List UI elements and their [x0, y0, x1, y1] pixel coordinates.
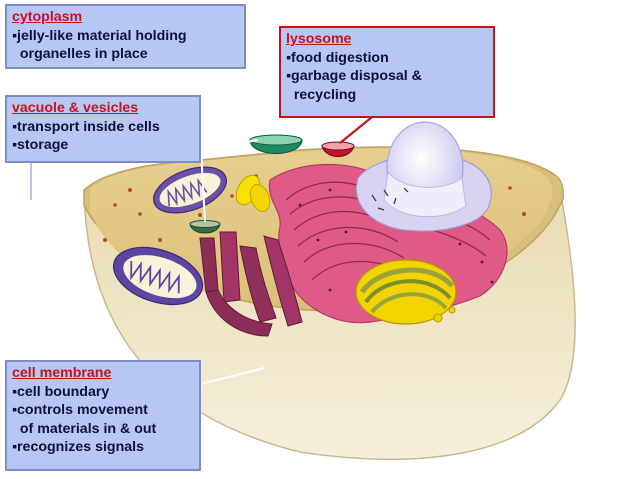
vacuole-line: ▪transport inside cells [12, 118, 160, 135]
cell-membrane-line: ▪cell boundary [12, 383, 110, 400]
lysosome-title: lysosome [286, 31, 352, 47]
vacuole-callout: vacuole & vesicles ▪transport inside cel… [5, 95, 201, 163]
cytoplasm-line: ▪jelly-like material holding [12, 27, 187, 44]
cell-membrane-line: ▪controls movement [12, 402, 148, 418]
mitochondrion-1 [153, 166, 227, 214]
smooth-er [199, 231, 303, 337]
vacuole-title: vacuole & vesicles [12, 100, 139, 116]
cell-membrane-callout: cell membrane ▪cell boundary ▪controls m… [5, 360, 201, 471]
cell-membrane-title: cell membrane [12, 365, 112, 381]
centrioles [235, 174, 271, 213]
lysosome-line: recycling [286, 86, 357, 103]
mitochondrion-2 [112, 246, 204, 306]
lysosome [321, 141, 355, 158]
lysosome-line: ▪garbage disposal & [286, 68, 422, 84]
vesicles [189, 134, 303, 234]
cell-membrane-line: of materials in & out [12, 420, 157, 437]
nucleus-cut [383, 170, 467, 218]
lysosome-leader [339, 116, 373, 144]
golgi-apparatus [355, 259, 457, 325]
chromatin [371, 187, 409, 211]
vacuole-line: ▪storage [12, 137, 69, 153]
cytoplasm-callout: cytoplasm ▪jelly-like material holding o… [5, 4, 246, 69]
cytoplasm-title: cytoplasm [12, 9, 83, 25]
lysosome-callout: lysosome ▪food digestion ▪garbage dispos… [279, 26, 495, 118]
cytoplasm-line: organelles in place [12, 46, 148, 62]
lysosome-line: ▪food digestion [286, 49, 389, 66]
leader-lines [200, 68, 265, 385]
cell-membrane-line: ▪recognizes signals [12, 439, 144, 455]
